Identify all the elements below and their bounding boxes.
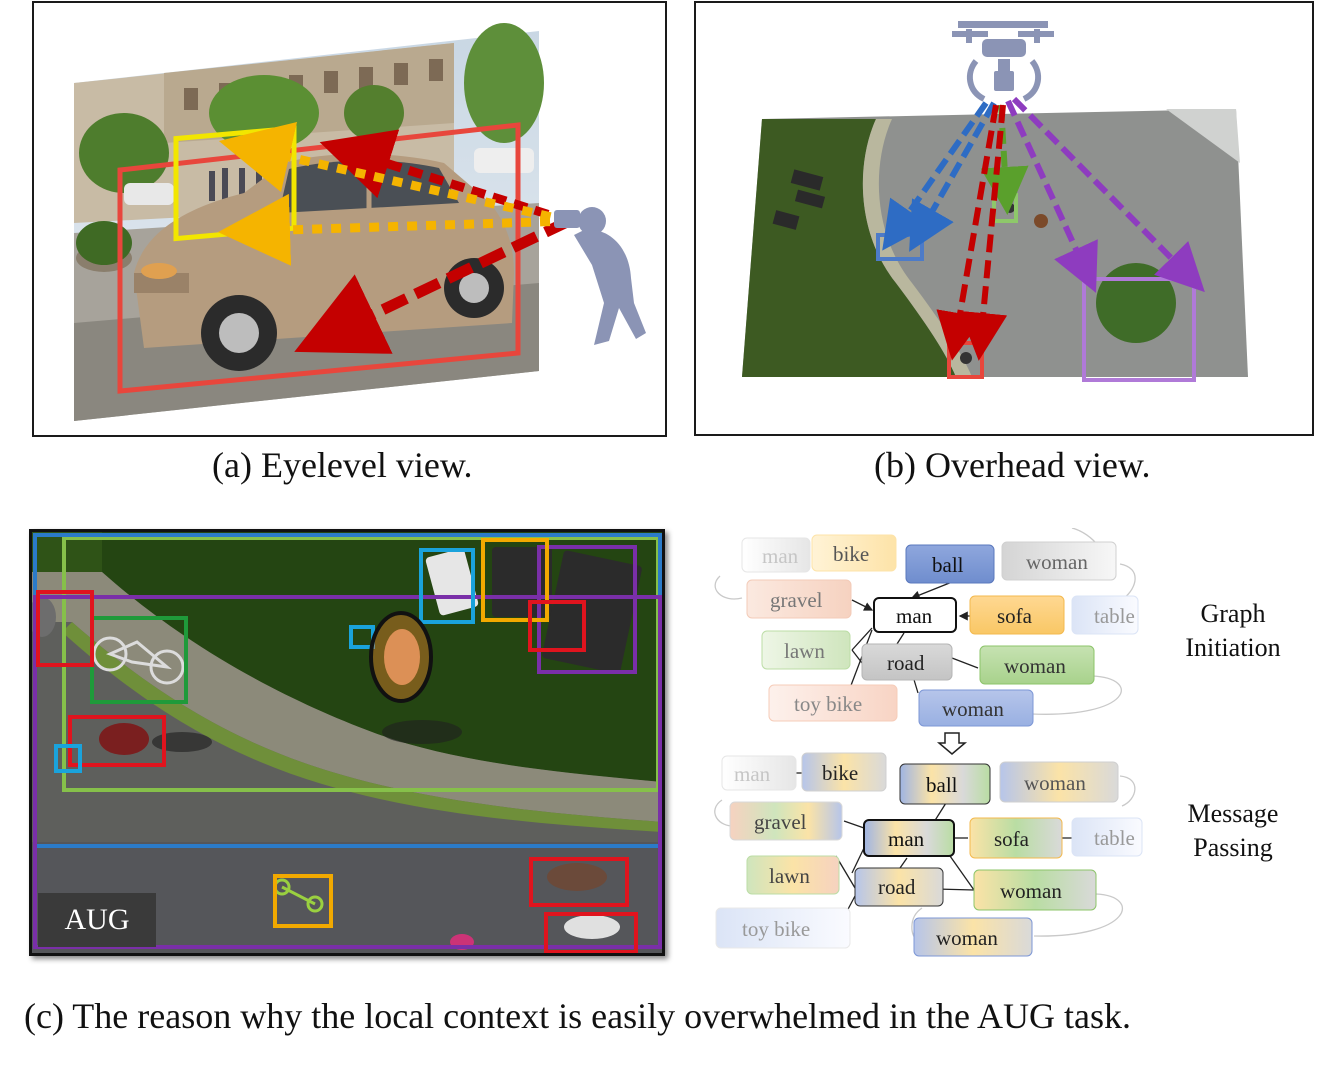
gi-label-ball: ball — [932, 553, 964, 577]
mp-node-man-center — [863, 819, 955, 857]
mp-node-bike — [801, 752, 887, 792]
message-passing-line2: Passing — [1193, 833, 1273, 862]
mp-label-gravel: gravel — [754, 810, 807, 834]
mp-label-woman-bottom: woman — [936, 926, 998, 950]
mp-node-table — [1071, 817, 1143, 857]
photographer-icon — [554, 207, 646, 345]
message-passing-line1: Message — [1187, 799, 1279, 828]
mp-label-sofa: sofa — [994, 827, 1030, 851]
aerial-photo — [742, 109, 1248, 377]
mp-label-bike: bike — [822, 761, 858, 785]
gi-node-woman-bottom — [918, 689, 1034, 727]
mp-node-sofa — [969, 817, 1063, 859]
gi-node-lawn — [761, 630, 851, 670]
gi-node-gravel — [746, 579, 852, 619]
mp-node-gravel — [729, 801, 843, 841]
gi-node-sofa — [969, 595, 1065, 635]
gi-node-road — [861, 643, 953, 681]
gi-node-man-center — [873, 597, 957, 633]
mp-node-woman-top — [999, 761, 1119, 803]
aug-box-woman-bottom-2 — [544, 912, 638, 953]
aug-scene-illustration — [32, 532, 662, 953]
mp-node-woman-bottom — [913, 917, 1033, 957]
aug-box-sofa — [481, 538, 549, 622]
message-passing-graph: man bike ball woman gravel man sofa tabl… — [714, 752, 1143, 957]
eyelevel-panel — [32, 1, 667, 437]
graph-initiation-line2: Initiation — [1185, 633, 1281, 662]
caption-a: (a) Eyelevel view. — [212, 445, 473, 485]
mp-label-lawn: lawn — [769, 864, 810, 888]
graph-initiation: man bike ball woman gravel man sofa tabl… — [714, 528, 1139, 727]
gi-label-lawn: lawn — [784, 639, 825, 663]
gi-label-man-center: man — [896, 604, 933, 628]
gi-label-gravel: gravel — [770, 588, 823, 612]
mp-label-ball: ball — [926, 773, 958, 797]
overhead-box-purple — [1082, 277, 1196, 382]
eyelevel-illustration — [74, 23, 646, 421]
gi-label-man-left: man — [762, 544, 799, 568]
aug-box-woman-top — [528, 600, 586, 652]
mp-label-man-center: man — [888, 827, 925, 851]
aug-box-road — [33, 595, 662, 949]
mp-label-road: road — [878, 875, 916, 899]
caption-c: (c) The reason why the local context is … — [24, 996, 1132, 1036]
gi-node-man-left — [741, 537, 811, 573]
gi-label-bike: bike — [833, 542, 869, 566]
scene-graph-diagram: man bike ball woman gravel man sofa tabl… — [714, 528, 1143, 957]
drone-icon — [952, 21, 1054, 102]
aug-highlight-man — [369, 611, 433, 703]
down-arrow-icon — [936, 732, 968, 755]
mp-label-woman-mid: woman — [1000, 879, 1062, 903]
aug-box-woman-left — [68, 715, 166, 767]
mp-node-road — [854, 867, 944, 907]
overhead-view-arrows — [882, 96, 1205, 361]
mp-node-lawn — [746, 855, 840, 895]
mp-node-ball — [899, 763, 991, 805]
overhead-illustration — [742, 21, 1248, 382]
mp-node-toy-bike — [715, 907, 851, 949]
graph-initiation-line1: Graph — [1200, 599, 1266, 628]
gi-label-sofa: sofa — [997, 604, 1033, 628]
gi-label-woman-top: woman — [1026, 550, 1088, 574]
aug-box-woman-bottom — [529, 857, 629, 907]
gi-node-ball — [905, 544, 995, 584]
gi-label-woman-mid: woman — [1004, 654, 1066, 678]
mp-label-table: table — [1094, 826, 1135, 850]
aug-box-table — [419, 548, 475, 624]
overhead-panel — [694, 1, 1314, 436]
graph-initiation-label: Graph Initiation — [1168, 597, 1298, 665]
gi-node-woman-mid — [979, 645, 1095, 685]
gi-node-toy-bike — [768, 684, 898, 722]
caption-b: (b) Overhead view. — [874, 445, 1151, 485]
gi-label-table: table — [1094, 604, 1135, 628]
gi-label-road: road — [887, 651, 925, 675]
gi-label-woman-bottom: woman — [942, 697, 1004, 721]
mp-node-man-left — [721, 755, 797, 791]
message-passing-label: Message Passing — [1168, 797, 1298, 865]
eyelevel-view-arrows — [218, 121, 572, 354]
aug-box-sofa-purple — [537, 545, 637, 674]
aug-box-toy-bike — [273, 874, 333, 928]
gi-node-table — [1071, 595, 1139, 635]
aug-scene: AUG — [29, 529, 665, 956]
mp-label-toy-bike: toy bike — [742, 917, 810, 941]
mp-node-woman-mid — [973, 869, 1097, 911]
aug-badge: AUG — [38, 893, 156, 947]
mp-label-woman-top: woman — [1024, 771, 1086, 795]
gi-label-toy-bike: toy bike — [794, 692, 862, 716]
aug-box-small-blue — [54, 744, 82, 773]
mp-label-man-left: man — [734, 762, 771, 786]
gi-node-bike — [811, 534, 897, 572]
gi-node-woman-top — [1001, 541, 1117, 581]
aug-box-man-left — [36, 590, 94, 667]
